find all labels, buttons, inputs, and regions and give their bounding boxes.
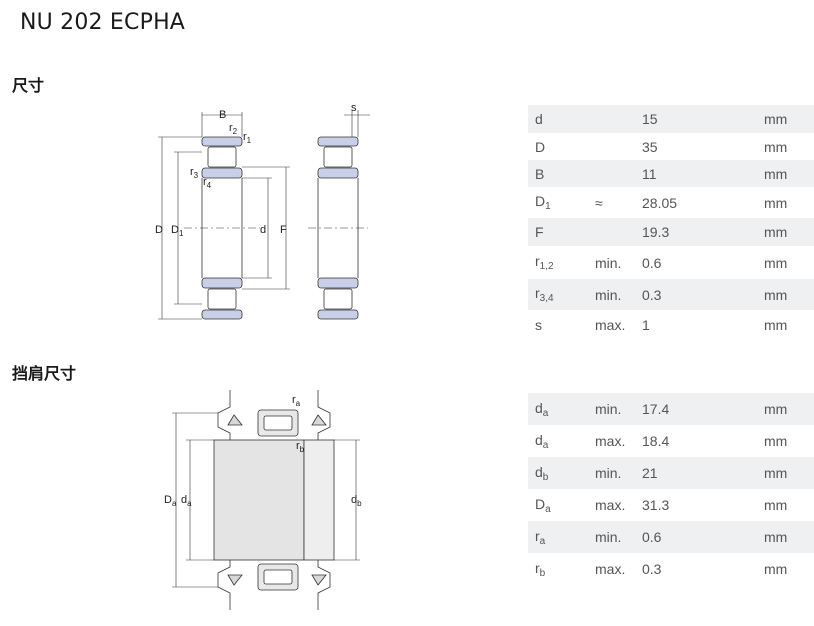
svg-text:B: B: [219, 109, 226, 121]
dimension-unit: mm: [764, 393, 814, 425]
dimension-qualifier: max.: [595, 497, 626, 513]
dimension-qualifier: min.: [595, 457, 642, 489]
svg-text:r4: r4: [203, 176, 212, 190]
table-row: D1 ≈28.05 mm: [528, 187, 814, 218]
svg-text:r1: r1: [243, 131, 252, 145]
dimension-value: 28.05: [642, 194, 678, 211]
dimension-unit: mm: [764, 105, 814, 133]
dimension-value: 15: [642, 105, 764, 133]
svg-text:rb: rb: [296, 440, 305, 454]
svg-text:Da: Da: [164, 494, 177, 508]
dimension-value: 19.3: [642, 218, 764, 246]
bearing-dimension-drawing: B s r2 r1 r3 r4 D D1 d F: [155, 102, 370, 320]
dimension-qualifier: min.: [595, 393, 642, 425]
dimension-qualifier: max.: [595, 561, 626, 577]
dimension-symbol: r1,2: [535, 253, 554, 272]
dimension-unit: mm: [764, 457, 814, 489]
dimension-symbol: da: [528, 393, 595, 425]
svg-text:D1: D1: [171, 224, 184, 238]
dimension-value: 17.4: [642, 393, 764, 425]
table-row: da max. 18.4 mm: [528, 425, 814, 457]
dimension-qualifier: [595, 160, 642, 187]
svg-text:ra: ra: [292, 394, 301, 408]
dimension-symbol: rb: [535, 559, 546, 579]
svg-text:d: d: [260, 224, 266, 236]
dimension-unit: mm: [764, 521, 814, 553]
svg-text:s: s: [351, 102, 357, 114]
section-title-dimensions: 尺寸: [12, 76, 45, 95]
dimension-value: 0.3: [642, 561, 662, 577]
dimension-value: 1: [642, 317, 650, 333]
dimension-symbol: B: [528, 160, 595, 187]
dimension-qualifier: [595, 133, 642, 160]
dimension-unit: mm: [764, 160, 814, 187]
dimension-symbol: D1: [535, 193, 551, 212]
dimension-unit: mm: [764, 138, 788, 155]
dimension-symbol: D: [535, 138, 546, 155]
dimension-symbol: da: [535, 431, 549, 451]
dimension-value: 0.6: [642, 254, 662, 271]
dimension-qualifier: min.: [595, 279, 642, 310]
table-row: r1,2 min. 0.6 mm: [528, 246, 814, 279]
dimension-value: 31.3: [642, 497, 670, 513]
dimension-unit: mm: [764, 194, 788, 211]
table-row: D 35 mm: [528, 133, 814, 160]
svg-text:r2: r2: [229, 122, 238, 136]
dimension-value: 21: [642, 457, 764, 489]
dimension-qualifier: min.: [595, 521, 642, 553]
svg-text:db: db: [351, 494, 362, 508]
svg-text:D: D: [155, 224, 163, 236]
dimension-symbol: db: [528, 457, 595, 489]
section-title-abutment: 挡肩尺寸: [12, 364, 77, 383]
dimension-value: 0.3: [642, 279, 764, 310]
dimension-symbol: ra: [528, 521, 595, 553]
dimension-qualifier: max.: [595, 317, 626, 333]
svg-text:F: F: [280, 224, 287, 236]
dimension-qualifier: max.: [595, 433, 626, 449]
dimension-qualifier: [595, 105, 642, 133]
table-row: s max. 1 mm: [528, 310, 814, 340]
dimension-unit: mm: [764, 433, 788, 449]
table-row: rb max. 0.3 mm: [528, 553, 814, 585]
dimension-unit: mm: [764, 279, 814, 310]
dimension-unit: mm: [764, 218, 814, 246]
svg-text:r3: r3: [190, 166, 199, 180]
dimension-symbol: Da: [535, 495, 551, 515]
abutment-dimension-drawing: Da da db ra rb: [164, 390, 362, 610]
dimension-value: 11: [642, 160, 764, 187]
dimension-qualifier: ≈: [595, 194, 603, 211]
dimension-unit: mm: [764, 497, 788, 513]
page-title: NU 202 ECPHA: [20, 10, 186, 35]
dimension-unit: mm: [764, 317, 788, 333]
dimension-unit: mm: [764, 561, 788, 577]
table-row: Da max. 31.3 mm: [528, 489, 814, 521]
dimension-unit: mm: [764, 254, 788, 271]
dimension-symbol: d: [528, 105, 595, 133]
dimension-value: 35: [642, 138, 658, 155]
dimension-value: 18.4: [642, 433, 670, 449]
dimension-qualifier: [595, 218, 642, 246]
dimension-symbol: r3,4: [528, 279, 595, 310]
dimension-qualifier: min.: [595, 254, 622, 271]
dimension-symbol: F: [528, 218, 595, 246]
dimension-value: 0.6: [642, 521, 764, 553]
svg-text:da: da: [181, 494, 192, 508]
dimension-symbol: s: [535, 317, 542, 333]
